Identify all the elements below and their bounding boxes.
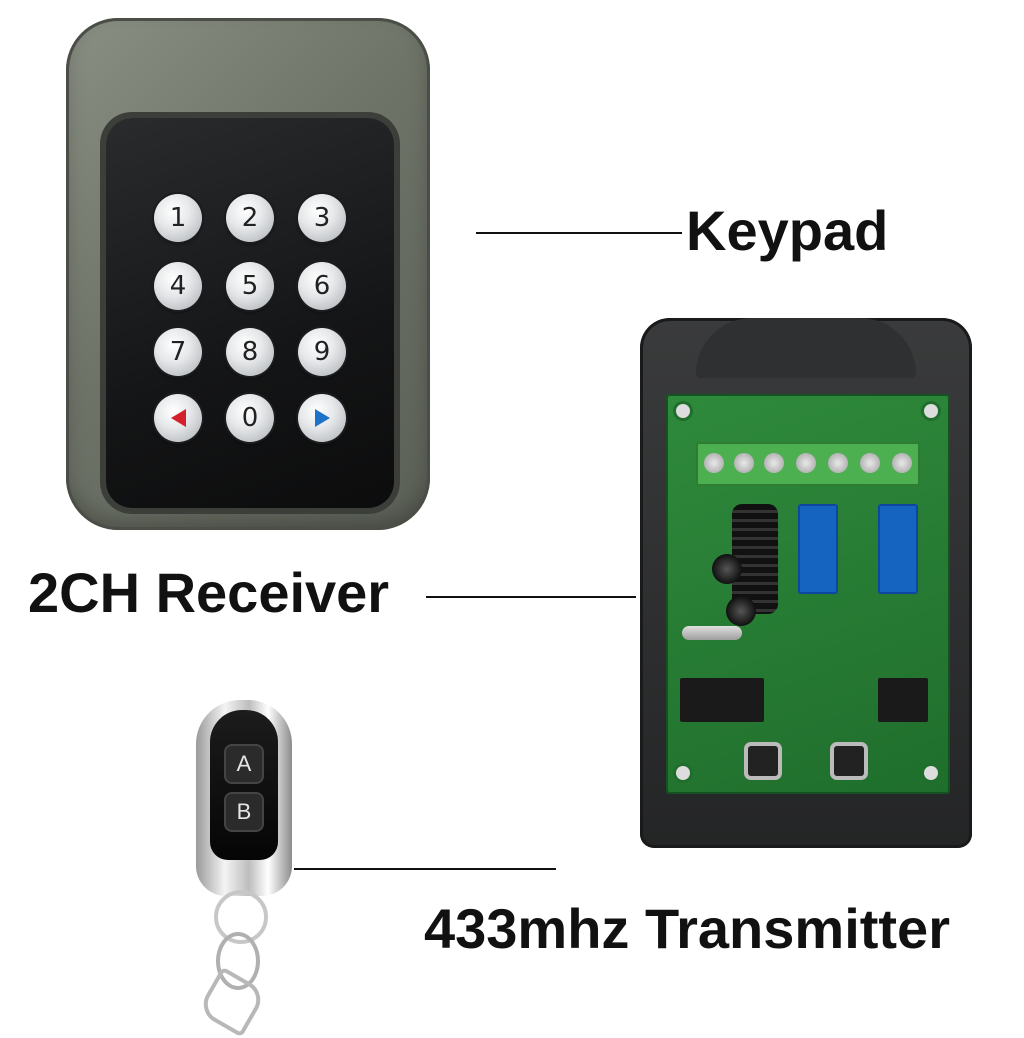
terminal-screw xyxy=(796,453,816,473)
mount-hole xyxy=(924,766,938,780)
ic-chip-u2 xyxy=(680,678,764,722)
terminal-screw xyxy=(764,453,784,473)
key-8[interactable]: 8 xyxy=(226,328,274,376)
terminal-screw xyxy=(704,453,724,473)
learn-button-s2[interactable] xyxy=(748,746,778,776)
arrow-left-icon xyxy=(170,409,186,427)
transmitter-button-b[interactable]: B xyxy=(226,794,262,830)
key-7[interactable]: 7 xyxy=(154,328,202,376)
terminal-screw xyxy=(860,453,880,473)
key-9[interactable]: 9 xyxy=(298,328,346,376)
key-5[interactable]: 5 xyxy=(226,262,274,310)
transmitter-leader-line xyxy=(294,868,556,870)
keypad-device: 1 2 3 4 5 6 7 8 9 0 xyxy=(66,18,430,530)
key-0[interactable]: 0 xyxy=(226,394,274,442)
ic-chip-u3 xyxy=(878,678,928,722)
antenna-coil xyxy=(732,504,778,614)
mount-hole xyxy=(924,404,938,418)
mount-hole xyxy=(676,766,690,780)
transmitter-fob: A B xyxy=(196,700,292,896)
crystal-oscillator xyxy=(682,626,742,640)
key-ring-link xyxy=(216,932,260,990)
terminal-screw xyxy=(892,453,912,473)
receiver-circuit-board xyxy=(666,394,950,794)
transmitter-face: A B xyxy=(210,710,278,860)
key-right-arrow[interactable] xyxy=(298,394,346,442)
key-1[interactable]: 1 xyxy=(154,194,202,242)
key-2[interactable]: 2 xyxy=(226,194,274,242)
transmitter-button-a[interactable]: A xyxy=(226,746,262,782)
receiver-leader-line xyxy=(426,596,636,598)
relay-1 xyxy=(798,504,838,594)
learn-button-s1[interactable] xyxy=(834,746,864,776)
key-left-arrow[interactable] xyxy=(154,394,202,442)
terminal-screw xyxy=(828,453,848,473)
mount-hole xyxy=(676,404,690,418)
keypad-leader-line xyxy=(476,232,682,234)
capacitor xyxy=(726,596,756,626)
lobster-clasp xyxy=(196,966,268,1038)
key-4[interactable]: 4 xyxy=(154,262,202,310)
keypad-face: 1 2 3 4 5 6 7 8 9 0 xyxy=(106,118,394,508)
terminal-screw xyxy=(734,453,754,473)
keypad-label: Keypad xyxy=(686,199,889,262)
capacitor xyxy=(712,554,742,584)
receiver-device xyxy=(640,318,972,848)
key-3[interactable]: 3 xyxy=(298,194,346,242)
arrow-right-icon xyxy=(314,409,330,427)
relay-2 xyxy=(878,504,918,594)
receiver-top-cap xyxy=(696,318,916,378)
transmitter-label: 433mhz Transmitter xyxy=(424,897,950,960)
key-6[interactable]: 6 xyxy=(298,262,346,310)
receiver-label: 2CH Receiver xyxy=(28,561,390,624)
terminal-block xyxy=(696,442,920,486)
